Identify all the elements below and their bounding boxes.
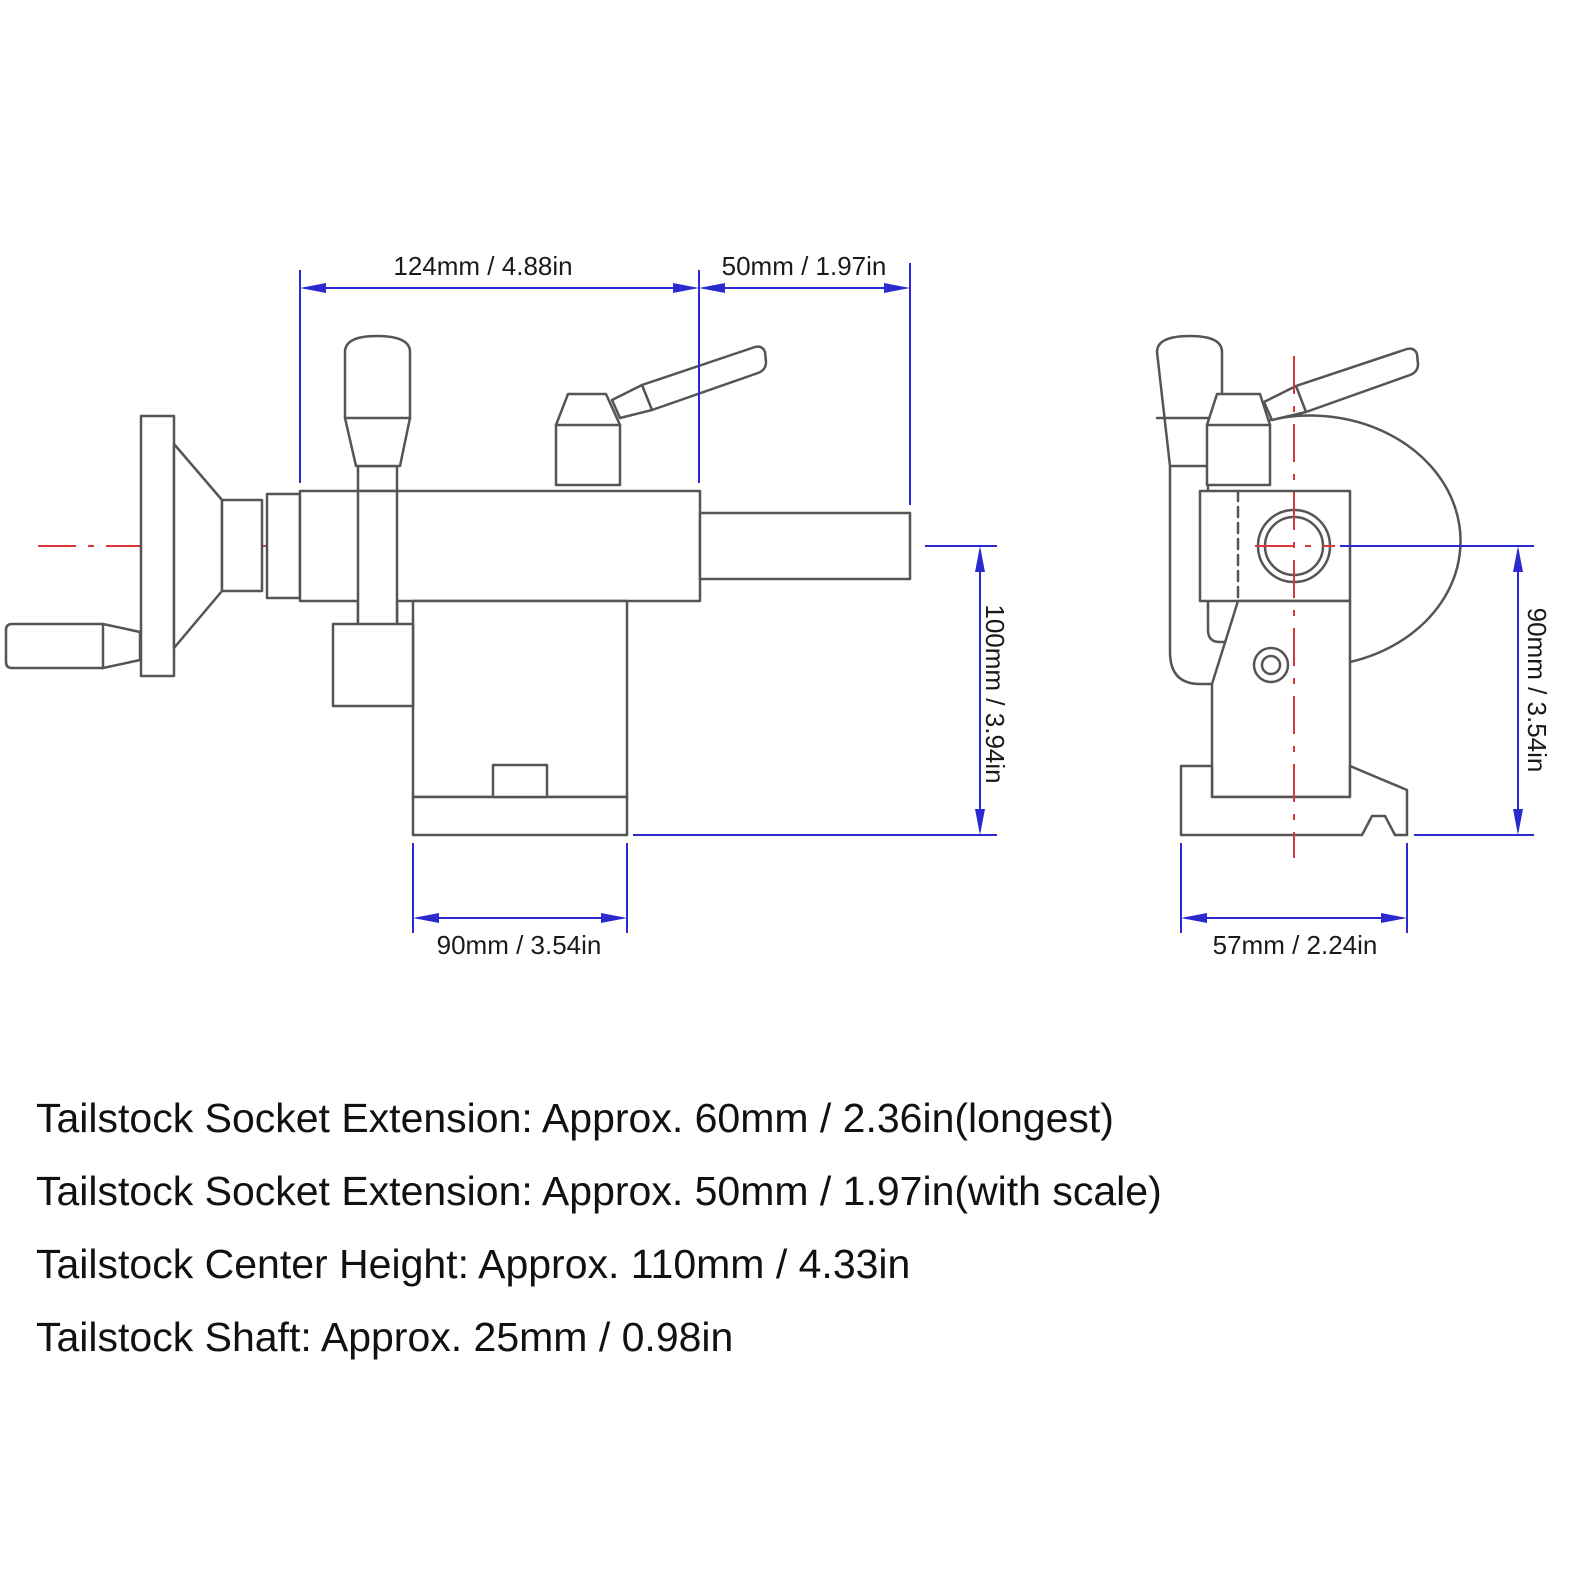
end-view-lock-lever bbox=[1262, 347, 1420, 422]
end-view-dimensions: 90mm / 3.54in 57mm / 2.24in bbox=[1180, 545, 1552, 960]
dim-height-end: 90mm / 3.54in bbox=[1522, 608, 1552, 773]
quill-collar bbox=[265, 492, 302, 600]
spec-socket-extension-with-scale: Tailstock Socket Extension: Approx. 50mm… bbox=[36, 1168, 1162, 1214]
dim-length-extension: 50mm / 1.97in bbox=[722, 251, 887, 281]
end-view-column bbox=[1210, 599, 1352, 799]
scale-arc bbox=[1268, 414, 1462, 664]
spec-socket-extension-longest: Tailstock Socket Extension: Approx. 60mm… bbox=[36, 1095, 1114, 1141]
dim-base-width-end: 57mm / 2.24in bbox=[1213, 930, 1378, 960]
quill-lock-block bbox=[554, 392, 622, 487]
side-view-dimensions: 124mm / 4.88in 50mm / 1.97in 100mm / 3.9… bbox=[299, 251, 1010, 960]
clamp-block bbox=[331, 622, 415, 708]
base-key bbox=[491, 763, 549, 799]
base-plate bbox=[411, 795, 629, 837]
rear-lock-lever-knob bbox=[343, 334, 412, 468]
quill-extension bbox=[698, 511, 912, 581]
dim-height-side: 100mm / 3.94in bbox=[980, 604, 1010, 783]
lock-screw-outer bbox=[1252, 646, 1290, 684]
quill-lock-lever bbox=[610, 345, 768, 420]
spec-shaft: Tailstock Shaft: Approx. 25mm / 0.98in bbox=[36, 1314, 734, 1360]
handwheel-disc bbox=[139, 414, 176, 678]
side-view bbox=[4, 334, 920, 837]
specifications-list: Tailstock Socket Extension: Approx. 60mm… bbox=[36, 1090, 1162, 1382]
crank-handle-grip bbox=[4, 622, 142, 670]
lock-screw-inner bbox=[1260, 654, 1282, 676]
end-view bbox=[1155, 334, 1462, 858]
spec-center-height: Tailstock Center Height: Approx. 110mm /… bbox=[36, 1241, 911, 1287]
end-view-lock-block bbox=[1205, 392, 1272, 487]
dim-base-width-side: 90mm / 3.54in bbox=[437, 930, 602, 960]
handwheel-hub-cone bbox=[172, 442, 224, 650]
dim-length-main: 124mm / 4.88in bbox=[393, 251, 572, 281]
handwheel-hub bbox=[220, 498, 264, 593]
end-view-lever-stem bbox=[1168, 464, 1217, 686]
